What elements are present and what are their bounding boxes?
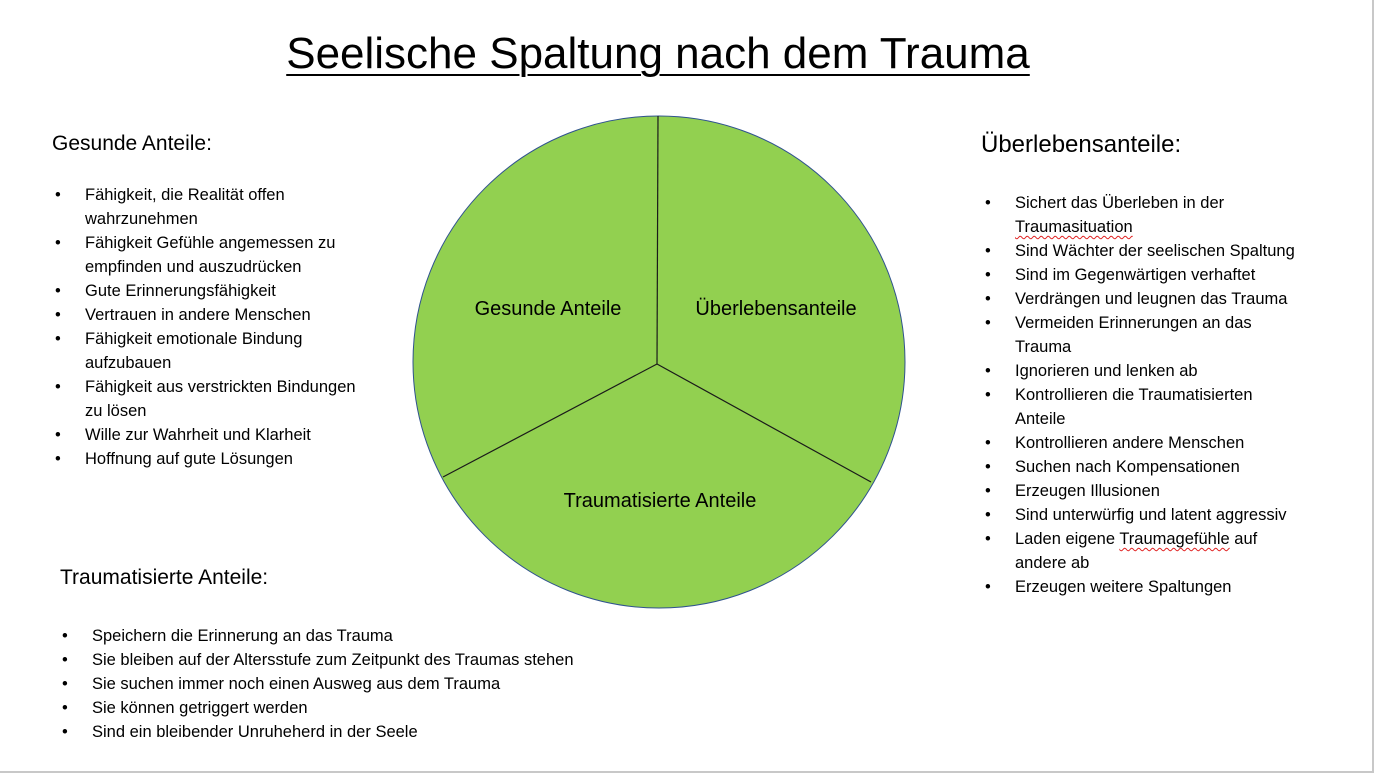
list-item: Wille zur Wahrheit und Klarheit	[55, 423, 356, 447]
list-item-line: Erzeugen weitere Spaltungen	[1015, 578, 1232, 596]
list-item: Fähigkeit Gefühle angemessen zu empfinden…	[55, 231, 356, 279]
list-item: Sind Wächter der seelischen Spaltung	[985, 239, 1295, 263]
list-item: Fähigkeit emotionale Bindung aufzubauen	[55, 327, 356, 375]
list-item: Gute Erinnerungsfähigkeit	[55, 279, 356, 303]
list-item-line: Hoffnung auf gute Lösungen	[85, 450, 293, 468]
gesunde-list: Fähigkeit, die Realität offen wahrzunehme…	[55, 183, 356, 471]
list-item-line: Fähigkeit Gefühle angemessen zu	[85, 234, 336, 252]
list-item-line: Wille zur Wahrheit und Klarheit	[85, 426, 311, 444]
list-item: Sind ein bleibender Unruheherd in der Se…	[62, 720, 574, 744]
spellcheck-flagged-word: Traumagefühle	[1119, 530, 1230, 548]
list-item: Sind im Gegenwärtigen verhaftet	[985, 263, 1295, 287]
list-item-line: Sie können getriggert werden	[92, 699, 308, 717]
segment-label-ueberleben: Überlebensanteile	[695, 298, 856, 320]
list-item-line: aufzubauen	[85, 354, 172, 372]
list-item: Laden eigene Traumagefühle auf andere ab	[985, 527, 1295, 575]
list-item-line: Fähigkeit emotionale Bindung	[85, 330, 303, 348]
list-item-line: Sind unterwürfig und latent aggressiv	[1015, 506, 1287, 524]
list-item-line: Sind Wächter der seelischen Spaltung	[1015, 242, 1295, 260]
list-item: Sie suchen immer noch einen Ausweg aus d…	[62, 672, 574, 696]
list-item-line: Laden eigene Traumagefühle auf	[1015, 530, 1258, 548]
list-item-line: Vermeiden Erinnerungen an das	[1015, 314, 1252, 332]
segment-label-traumatisiert: Traumatisierte Anteile	[564, 490, 757, 512]
divider-line-right	[656, 363, 872, 483]
list-item-line: andere ab	[1015, 554, 1090, 572]
list-item-line: Sichert das Überleben in der	[1015, 194, 1225, 212]
list-item-line: Sie suchen immer noch einen Ausweg aus d…	[92, 675, 501, 693]
divider-line-left	[442, 363, 658, 478]
list-item: Fähigkeit, die Realität offen wahrzunehme…	[55, 183, 356, 231]
list-item-line: Gute Erinnerungsfähigkeit	[85, 282, 276, 300]
traumatisiert-heading: Traumatisierte Anteile:	[60, 566, 269, 589]
list-item-line: Sind ein bleibender Unruheherd in der Se…	[92, 723, 418, 741]
list-item: Erzeugen Illusionen	[985, 479, 1295, 503]
list-item-line: Fähigkeit, die Realität offen	[85, 186, 285, 204]
spellcheck-flagged-word: Traumasituation	[1015, 218, 1133, 236]
list-item: Sichert das Überleben in derTraumasituat…	[985, 191, 1295, 239]
list-item: Hoffnung auf gute Lösungen	[55, 447, 356, 471]
list-item-line: Speichern die Erinnerung an das Trauma	[92, 627, 393, 645]
list-item-line: Sind im Gegenwärtigen verhaftet	[1015, 266, 1256, 284]
list-item-line: Kontrollieren die Traumatisierten	[1015, 386, 1253, 404]
segment-label-gesunde: Gesunde Anteile	[475, 298, 622, 320]
ueberleben-heading: Überlebensanteile:	[981, 131, 1182, 158]
list-item: Kontrollieren andere Menschen	[985, 431, 1295, 455]
list-item-line: wahrzunehmen	[85, 210, 198, 228]
list-item-line: Anteile	[1015, 410, 1066, 428]
list-item: Sie bleiben auf der Altersstufe zum Zeit…	[62, 648, 574, 672]
list-item: Verdrängen und leugnen das Trauma	[985, 287, 1295, 311]
list-item-line: Kontrollieren andere Menschen	[1015, 434, 1245, 452]
traumatisiert-list: Speichern die Erinnerung an das TraumaSi…	[62, 624, 574, 744]
slide-title: Seelische Spaltung nach dem Trauma	[286, 29, 1030, 78]
list-item-line: Sie bleiben auf der Altersstufe zum Zeit…	[92, 651, 574, 669]
ueberleben-list: Sichert das Überleben in derTraumasituat…	[985, 191, 1295, 599]
list-item: Sie können getriggert werden	[62, 696, 574, 720]
list-item: Vertrauen in andere Menschen	[55, 303, 356, 327]
list-item-line: Erzeugen Illusionen	[1015, 482, 1160, 500]
list-item: Fähigkeit aus verstrickten Bindungen zu l…	[55, 375, 356, 423]
circle-background	[412, 115, 906, 609]
list-item: Speichern die Erinnerung an das Trauma	[62, 624, 574, 648]
list-item-line: Ignorieren und lenken ab	[1015, 362, 1198, 380]
list-item: Erzeugen weitere Spaltungen	[985, 575, 1295, 599]
list-item: Suchen nach Kompensationen	[985, 455, 1295, 479]
list-item: Sind unterwürfig und latent aggressiv	[985, 503, 1295, 527]
list-item-line: Traumasituation	[1015, 215, 1295, 239]
list-item-line: Vertrauen in andere Menschen	[85, 306, 311, 324]
list-item-line: Verdrängen und leugnen das Trauma	[1015, 290, 1288, 308]
gesunde-heading: Gesunde Anteile:	[52, 132, 212, 155]
list-item-line: Trauma	[1015, 338, 1072, 356]
divider-line-top	[656, 115, 659, 365]
list-item-line: zu lösen	[85, 402, 147, 420]
list-item-line: Fähigkeit aus verstrickten Bindungen	[85, 378, 356, 396]
list-item-line: Suchen nach Kompensationen	[1015, 458, 1240, 476]
list-item-line: empfinden und auszudrücken	[85, 258, 302, 276]
list-item: Ignorieren und lenken ab	[985, 359, 1295, 383]
